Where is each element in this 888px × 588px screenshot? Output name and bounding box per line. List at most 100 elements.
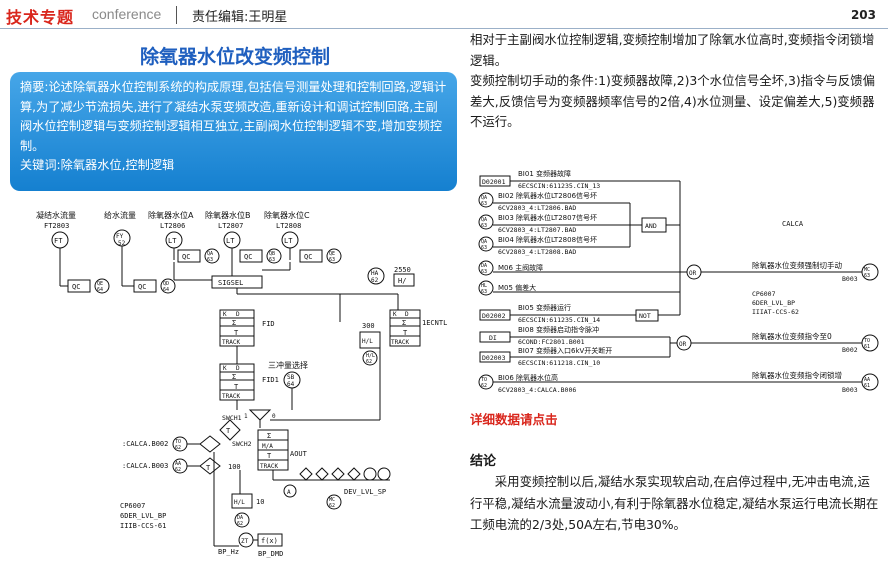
qa-indicator bbox=[204, 248, 220, 264]
aa-out-n: 61 bbox=[864, 383, 870, 389]
out-io-1 bbox=[363, 467, 377, 481]
qa1-t: QA bbox=[481, 195, 487, 201]
qb-indicator bbox=[266, 248, 282, 264]
swch1-in1: 1 bbox=[244, 413, 248, 420]
detail-data-link[interactable]: 详细数据请点击 bbox=[470, 412, 558, 427]
to-num: 62 bbox=[175, 445, 181, 451]
cp6007: CP6007 bbox=[120, 502, 145, 510]
fid1-label: FID1 bbox=[262, 376, 279, 384]
label-lt2807: LT2807 bbox=[218, 222, 243, 230]
di-label: DI bbox=[489, 334, 497, 342]
fy-label: FY bbox=[116, 233, 124, 240]
bp-hz: BP_Hz bbox=[218, 548, 239, 556]
bi05-label: BI05 变频器运行 bbox=[518, 303, 571, 312]
swch1-switch bbox=[248, 409, 272, 421]
and-label: AND bbox=[645, 222, 657, 230]
hl-ind bbox=[478, 280, 494, 296]
keywords-text: 关键词:除氧器水位,控制逻辑 bbox=[20, 158, 175, 173]
paragraph-lockout: 相对于主副阀水位控制逻辑,变频控制增加了除氧水位高时,变频指令闭锁增逻辑。 bbox=[470, 32, 875, 68]
ha-text: HA bbox=[371, 270, 379, 277]
ha-setpoint: 2550 bbox=[394, 266, 411, 274]
to-text: TO bbox=[175, 439, 181, 445]
aout-ma: M/A bbox=[262, 443, 273, 450]
ecntl-sigma: Σ bbox=[402, 319, 406, 327]
fid-d: D bbox=[236, 311, 240, 318]
ecntl-track: TRACK bbox=[391, 339, 409, 346]
header: 技术专题 conference 责任编辑:王明星 203 bbox=[0, 0, 888, 30]
column-brand[interactable]: 技术专题 bbox=[6, 8, 75, 27]
da-text: DA bbox=[237, 515, 243, 521]
qb1-t: QA bbox=[481, 217, 487, 223]
qc-b-label: QC bbox=[244, 253, 252, 261]
a-text: A bbox=[287, 489, 291, 496]
swch1-in0: 0 bbox=[272, 413, 276, 420]
qc-ind-1 bbox=[478, 236, 494, 252]
swch1-label: SWCH1 bbox=[222, 414, 242, 422]
label-level-b: 除氧器水位B bbox=[205, 210, 251, 220]
qa-ind-1 bbox=[478, 192, 494, 208]
qb1-n: 63 bbox=[481, 223, 487, 229]
aout-label: AOUT bbox=[290, 450, 308, 458]
bi04-tag: 6CV2803_4:LT2808.BAD bbox=[498, 248, 576, 256]
ecntl-k: K bbox=[393, 311, 397, 318]
aout-track: TRACK bbox=[260, 463, 278, 470]
qc-box-feed bbox=[133, 279, 157, 293]
qa-text: QA bbox=[207, 251, 213, 257]
not-label: NOT bbox=[639, 312, 651, 320]
hl-label: H/L bbox=[362, 338, 373, 345]
b003-label-2: B003 bbox=[842, 386, 858, 394]
fid-sigma: Σ bbox=[232, 319, 236, 327]
paragraph-manual-conditions: 变频控制切手动的条件:1)变频器故障,2)3个水位信号全坏,3)指令与反馈偏差大… bbox=[470, 73, 876, 129]
bi08-tag: 6COND:FC2801.B001 bbox=[518, 338, 585, 346]
swch2-diamond bbox=[219, 419, 241, 441]
bi07-label: BI07 变频器入口6kV开关断开 bbox=[518, 346, 612, 355]
right-column-text: 相对于主副阀水位控制逻辑,变频控制增加了除氧水位高时,变频指令闭锁增逻辑。 变频… bbox=[470, 30, 880, 133]
da-indicator bbox=[234, 512, 250, 528]
vfd-logic-diagram: D02001 BI01 变频器故障 6ECSCIN:611235.CIN_13 … bbox=[478, 169, 879, 394]
hl-t: HL bbox=[481, 283, 487, 289]
mc-out-n: 63 bbox=[864, 273, 870, 279]
da-t: DA bbox=[481, 263, 487, 269]
cp-der-lvl: 6DER_LVL_BP bbox=[120, 512, 166, 520]
ecntl-d: D bbox=[405, 311, 409, 318]
h-limit-block bbox=[393, 273, 415, 287]
bi06-tag: 6CV2803_4:CALCA.B006 bbox=[498, 386, 576, 394]
bi03-tag: 6CV2803_4:LT2807.BAD bbox=[498, 226, 576, 234]
qe-indicator-c bbox=[326, 248, 342, 264]
level-control-diagram: 凝结水流量 FT2803 给水流量 除氧器水位A LT2806 除氧器水位B L… bbox=[36, 210, 447, 558]
d02003-label: D02003 bbox=[482, 354, 506, 362]
lt-c-label: LT bbox=[284, 237, 293, 245]
editor-credit: 责任编辑:王明星 bbox=[192, 10, 288, 25]
lower-hl-label: H/L bbox=[234, 499, 245, 506]
da-n: 63 bbox=[481, 269, 487, 275]
diamond-b003 bbox=[199, 457, 221, 475]
out-force-manual: 除氧器水位变频强制切手动 bbox=[752, 260, 842, 270]
aa-num: 62 bbox=[175, 467, 181, 473]
qb-text: QB bbox=[269, 251, 275, 257]
sigsel-label: SIGSEL bbox=[218, 279, 243, 287]
qb-num: 63 bbox=[269, 257, 275, 263]
cp-label: CP6007 bbox=[752, 290, 776, 298]
bi07-tag: 6ECSCIN:611218.CIN_10 bbox=[518, 359, 600, 367]
conclusion-heading: 结论 bbox=[470, 454, 497, 469]
lt-b-label: LT bbox=[226, 237, 235, 245]
calca-label: CALCA bbox=[782, 220, 804, 228]
rate-100: 100 bbox=[228, 463, 241, 471]
swch2-label: SWCH2 bbox=[232, 440, 252, 448]
calca-b003: :CALCA.B003 bbox=[122, 462, 168, 470]
label-ft2803: FT2803 bbox=[44, 222, 69, 230]
aa-out-ind bbox=[861, 373, 879, 391]
diamond-b003-t: T bbox=[206, 464, 211, 472]
aa-out-t: AA bbox=[864, 377, 870, 383]
abstract-box: 摘要:论述除氧器水位控制系统的构成原理,包括信号测量处理和控制回路,逻辑计算,为… bbox=[10, 72, 457, 191]
sb-text: SB bbox=[287, 374, 295, 381]
da-ind bbox=[478, 260, 494, 276]
lm-indicator bbox=[362, 350, 378, 366]
ecntl-block bbox=[389, 309, 421, 347]
out-cmd-zero: 除氧器水位变频指令至0 bbox=[752, 331, 832, 341]
da-num: 62 bbox=[237, 521, 243, 527]
out-diamond-2 bbox=[315, 467, 329, 481]
bi02-label: BI02 除氧器水位LT2806信号坏 bbox=[498, 191, 597, 200]
qe-c-num: 63 bbox=[329, 257, 335, 263]
header-divider bbox=[176, 6, 177, 24]
